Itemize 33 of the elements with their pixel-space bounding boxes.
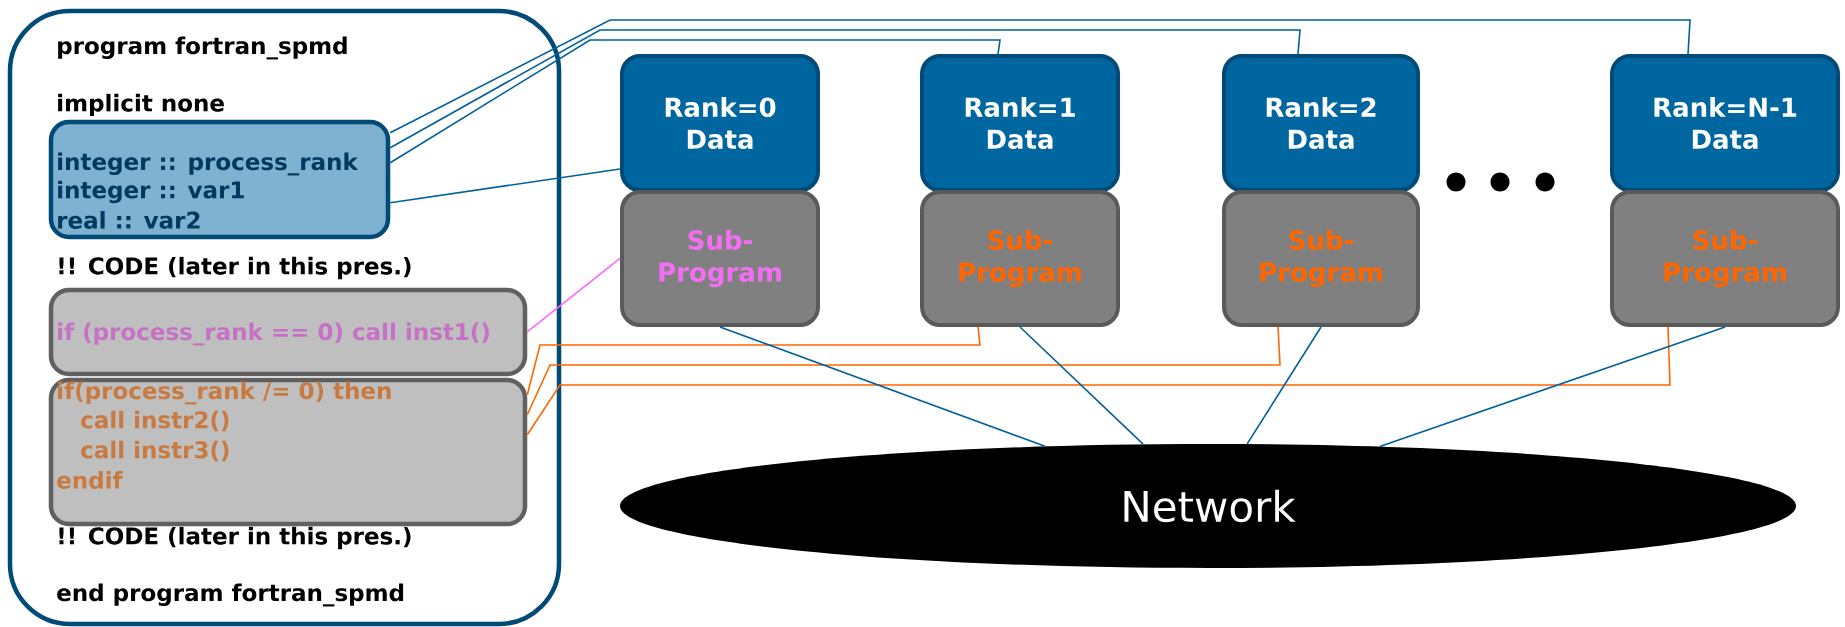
sub-program-box: Sub-Program: [1222, 190, 1420, 327]
connector-line: [389, 19, 1691, 134]
code-line: !! CODE (later in this pres.): [59, 526, 411, 550]
connector-line: [526, 257, 621, 333]
sub-program-box: Sub-Program: [920, 190, 1120, 327]
sub-program-box: Sub-Program: [1610, 190, 1840, 327]
connector-line: [526, 326, 1281, 416]
code-line: real :: var2: [58, 211, 200, 229]
code-line: call instr3(): [81, 440, 229, 462]
code-line: integer :: var1: [58, 180, 244, 204]
connector-line: [389, 39, 1001, 164]
rank-data-box: Rank=2 Data: [1222, 54, 1420, 192]
code-line: if (process_rank == 0) call inst1(): [58, 322, 489, 346]
rank-data-box: Rank=1 Data: [920, 54, 1120, 192]
sub-program-box: Sub-Program: [620, 190, 820, 327]
code-line: end program fortran_spmd: [57, 583, 404, 607]
rank-data-box: Rank=0 Data: [620, 54, 820, 192]
code-line: implicit none: [58, 93, 224, 117]
code-line: program fortran_spmd: [58, 36, 347, 60]
code-line: if(process_rank /= 0) then: [58, 381, 391, 405]
code-line: call instr2(): [81, 410, 229, 432]
connector-line: [1379, 326, 1726, 448]
connector-line: [389, 168, 621, 204]
rank-data-box: Rank=N-1 Data: [1610, 54, 1840, 192]
code-line: !! CODE (later in this pres.): [59, 256, 411, 280]
connector-line: [526, 326, 1671, 436]
connector-line: [1019, 326, 1144, 445]
connector-line: [719, 326, 1046, 448]
connector-line: [526, 326, 981, 396]
code-line: endif: [57, 471, 123, 489]
code-line: integer :: process_rank: [58, 152, 359, 176]
connector-line: [1246, 326, 1322, 445]
connector-line: [389, 29, 1301, 149]
